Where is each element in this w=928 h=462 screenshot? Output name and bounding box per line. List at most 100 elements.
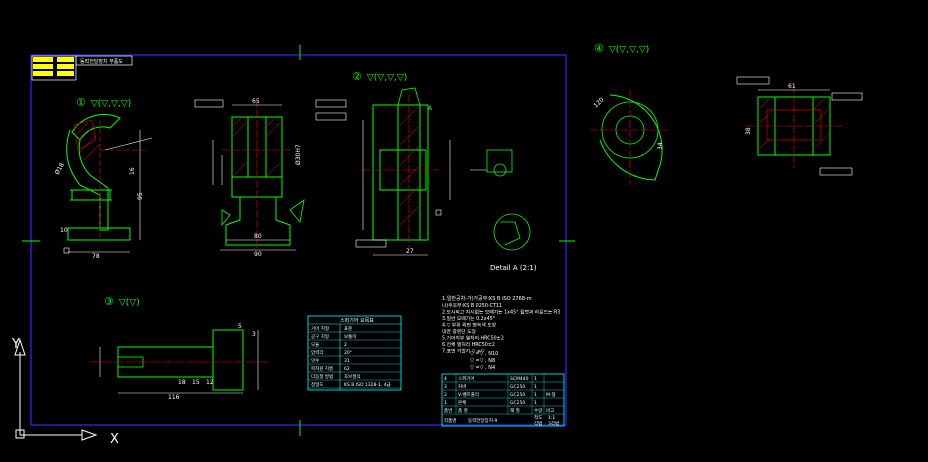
notes-block: 1.일반공차-가)가공부:KS B ISO 2768-m 나)주조부:KS B … <box>442 295 560 371</box>
dim-v1-leg: 10 <box>60 227 68 234</box>
parts-cell: 1 <box>444 400 447 406</box>
view5-cover: 34 120 <box>590 90 670 185</box>
spec-row-label: 모듈 <box>311 342 319 348</box>
spec-row-label: 기어 치형 <box>311 325 329 332</box>
parts-cell: SCM440 <box>510 376 529 382</box>
dim-v2-top: 65 <box>252 98 260 105</box>
dim-v4-seg1: 18 <box>178 379 186 386</box>
view6-spur-gear: 61 38 <box>736 76 863 176</box>
note-line: 5.기어치부 열처리 HRC50±2 <box>442 335 504 342</box>
parts-scale: 1:1 <box>548 415 555 421</box>
dim-v2-base: 90 <box>254 251 262 258</box>
note-line: 4.▽ 부위 외면 명녹색 도장 <box>442 322 497 329</box>
drawing-border <box>30 54 567 426</box>
parts-cell: 커버 <box>458 383 466 390</box>
ucs-icon <box>14 338 98 441</box>
view4-shaft: 116 18 15 12 5 3 <box>90 323 270 401</box>
roughness-note: ▽ =▽ , N10 <box>470 351 498 357</box>
view3-gear-section: A 27 <box>355 87 513 256</box>
spec-row-label: 다듬질 방법 <box>311 373 333 380</box>
parts-proj-label: 각법 <box>534 420 542 427</box>
dim-v2-bore: Ø30H7 <box>295 144 302 165</box>
view-label-2: ②▽(▽,▽,▽) <box>352 70 407 83</box>
spec-row-label: 공구 치형 <box>311 333 329 340</box>
parts-header: 수량 <box>534 407 542 414</box>
parts-cell: 1 <box>534 376 537 382</box>
spec-row-label: 정밀도 <box>311 381 323 388</box>
notes-title: 1.일반공차-가)가공부:KS B ISO 2768-m <box>442 295 532 302</box>
parts-cell: GC250 <box>510 400 525 406</box>
roughness-note: ▽ =▽ , N8 <box>470 358 495 364</box>
spec-row-value: 20° <box>344 350 352 356</box>
parts-cell: V-벨트풀리 <box>458 391 479 398</box>
parts-cell: 스퍼기어 <box>458 375 475 382</box>
view-label-3: ③▽(▽) <box>104 295 140 308</box>
parts-proj: 3각법 <box>548 420 559 427</box>
parts-header: 재 질 <box>510 407 520 414</box>
parts-cell: 4 <box>444 376 447 382</box>
parts-footer-title: 동력전달장치-9 <box>468 417 497 424</box>
roughness-note: ▽ =▽ , N4 <box>470 365 495 371</box>
spec-row-value: 62 <box>344 366 350 372</box>
parts-header: 품번 <box>444 407 452 414</box>
spec-row-label: 잇수 <box>311 357 319 364</box>
detail-a-label: Detail A (2:1) <box>490 264 537 272</box>
parts-cell: M-형 <box>546 391 556 398</box>
spec-row-value: 표준 <box>344 326 352 332</box>
parts-header: 품 명 <box>458 407 468 414</box>
parts-cell: 1 <box>534 392 537 398</box>
spec-row-value: 보통이 <box>344 333 356 340</box>
note-line: 7.표면 거칠기 ▽ =▽ <box>442 348 485 355</box>
spec-row-label: 피치원 지름 <box>311 365 333 372</box>
parts-cell: 2 <box>444 392 447 398</box>
note-line: 3.일반 모떼기는 0.2x45° <box>442 315 495 322</box>
dim-v4-gap: 5 <box>238 323 242 330</box>
view-label-1: ①▽(▽,▽,▽) <box>76 96 131 109</box>
spec-row-value: 2 <box>344 342 347 348</box>
dim-v4-seg3: 12 <box>206 379 214 386</box>
ucs-x-label: X <box>110 432 119 447</box>
dim-v4-keyway: 3 <box>252 331 256 338</box>
dim-v6-dia: 38 <box>745 127 752 135</box>
view2-housing: 65 Ø30H7 80 90 <box>194 98 347 258</box>
parts-footer-label: 작품명 <box>444 417 456 424</box>
dim-v5-height: 34 <box>657 142 664 150</box>
dim-v3-gear: 27 <box>406 248 414 255</box>
parts-scale-label: 척도 <box>534 414 542 421</box>
note-line: 내면 광명단 도장 <box>442 328 477 335</box>
spec-row-value: 31 <box>344 358 350 364</box>
dim-v1-width: 78 <box>92 253 100 260</box>
spec-row-value: 호브절삭 <box>344 373 361 380</box>
dim-v4-seg2: 15 <box>192 379 200 386</box>
note-line: 나)주조부:KS B 0250-CT11 <box>442 302 502 309</box>
dim-v6-width: 61 <box>788 83 796 90</box>
dim-v2-bottom: 80 <box>254 233 262 240</box>
detail-a: Detail A (2:1) <box>490 213 537 272</box>
parts-header: 비고 <box>546 407 554 414</box>
ucs-y-label: Y <box>11 337 20 352</box>
parts-cell: GC250 <box>510 392 525 398</box>
parts-cell: 1 <box>534 400 537 406</box>
view1-bracket: 78 95 16 Ø18 10 <box>54 114 153 260</box>
parts-cell: GC250 <box>510 384 525 390</box>
spec-row-label: 압력각 <box>311 349 323 356</box>
dim-v1-hole: Ø18 <box>54 162 66 176</box>
note-line: 6.전체 열처리 HRC50±2 <box>442 341 495 348</box>
note-line: 2.도시되고 지시없는 모떼기는 1x45° 필렛과 라운드는 R3 <box>442 309 560 316</box>
dim-v1-height: 95 <box>137 192 144 200</box>
title-block-text: 동력전달장치 부품도 <box>80 58 123 65</box>
svg-text:A: A <box>428 105 433 112</box>
spec-table-header: 스퍼기어 요목표 <box>340 317 374 324</box>
spec-row-value: KS B ISO 1328-1, 4급 <box>344 382 391 388</box>
parts-cell: 본체 <box>458 399 466 406</box>
view-label-4: ④▽(▽,▽,▽) <box>594 42 649 55</box>
parts-cell: 3 <box>444 384 447 390</box>
dim-v1-upper: 16 <box>129 167 136 175</box>
dim-v4-overall: 116 <box>168 394 180 401</box>
dim-v5-radius: 120 <box>592 96 605 109</box>
top-left-title-block: 동력전달장치 부품도 <box>31 55 133 81</box>
